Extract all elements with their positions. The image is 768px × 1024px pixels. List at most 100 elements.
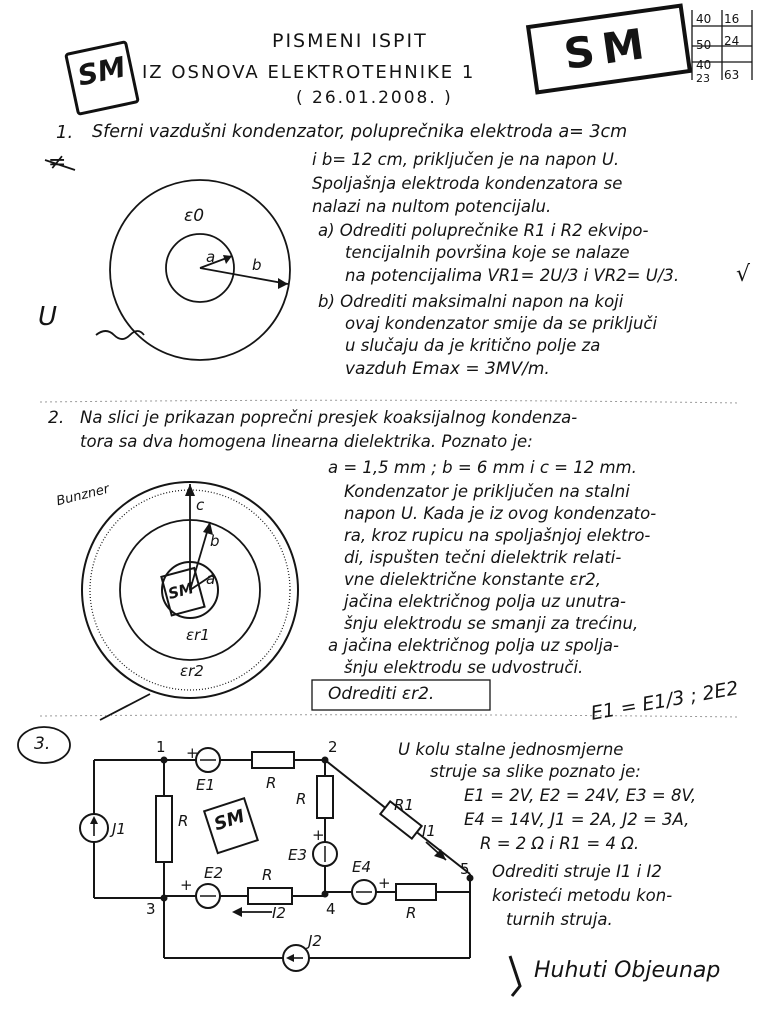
task2-line-12: šnju elektrodu se udvostruči. (344, 658, 584, 677)
task2-line-3: a = 1,5 mm ; b = 6 mm i c = 12 mm. (328, 458, 637, 477)
current-source-j2 (282, 944, 310, 972)
task2-line-11: a jačina električnog polja uz spolja- (328, 636, 619, 655)
task3-line-4: E4 = 14V, J1 = 2A, J2 = 3A, (464, 810, 690, 829)
course-title: IZ OSNOVA ELEKTROTEHNIKE 1 (142, 62, 476, 83)
task3-line-6: Odrediti struje I1 i I2 (492, 862, 662, 881)
task3-line-2: struje sa slike poznato je: (430, 762, 641, 781)
e3-plus: + (312, 826, 325, 844)
r-right-label: R (406, 904, 417, 922)
node-3-label: 3 (146, 900, 156, 918)
resistor-left (155, 795, 173, 863)
squiggle-mark (95, 330, 145, 340)
score-table-grid (691, 10, 753, 80)
r-top-label: R (266, 774, 277, 792)
task2-line-1: Na slici je prikazan poprečni presjek ko… (80, 408, 578, 427)
r-midv-label: R (296, 790, 307, 808)
node-dots (160, 756, 474, 902)
task1-line-10: u slučaju da je kritično polje za (345, 336, 601, 355)
e4-plus: + (378, 874, 391, 892)
task1-line-2: i b= 12 cm, priključen je na napon U. (312, 150, 620, 169)
sm-stamp-circuit (202, 797, 259, 855)
mark-u: U (38, 302, 58, 332)
radius-b-arrowhead (278, 278, 288, 289)
task1-line-3: Spoljašnja elektroda kondenzatora se (312, 174, 623, 193)
score-3: 50 (696, 38, 712, 52)
label-c: c (196, 496, 205, 514)
mark-hash: ≠ (48, 150, 67, 175)
label-a: a (206, 248, 216, 266)
e3-label: E3 (288, 846, 308, 864)
score-2: 16 (724, 12, 740, 26)
source-e1 (195, 747, 221, 773)
node-1-label: 1 (156, 738, 166, 756)
answer-box (311, 679, 491, 711)
j2-label: J2 (308, 932, 322, 950)
coaxial-capacitor-figure (81, 481, 299, 721)
hash-mark-1 (44, 159, 76, 171)
sm-stamp-coax (160, 566, 206, 617)
score-1: 40 (696, 12, 712, 26)
current-arrow-i1 (425, 841, 447, 861)
task1-line-5: a) Odrediti poluprečnike R1 i R2 ekvipo- (318, 221, 649, 240)
outer-electrode (109, 179, 291, 361)
task2-line-7: di, ispušten tečni dielektrik relati- (344, 548, 622, 567)
resistor-mid-vertical (316, 775, 334, 819)
label-epsilon0: ε0 (184, 206, 205, 226)
signature: Huhuti Objeunap (534, 958, 721, 983)
label-er2: εr2 (180, 662, 204, 680)
task1-line-6: tencijalnih površina koje se nalaze (345, 243, 630, 262)
task2-line-6: ra, kroz rupicu na spoljašnjoj elektro- (344, 526, 651, 545)
task1-line-1: Sferni vazdušni kondenzator, poluprečnik… (92, 122, 628, 142)
task1-line-11: vazduh Emax = 3MV/m. (345, 359, 550, 379)
r1-label: R1 (394, 796, 414, 814)
task2-line-9: jačina električnog polja uz unutra- (344, 592, 626, 611)
label-a2: a (206, 570, 216, 588)
inner-electrode (165, 233, 235, 303)
source-e2 (195, 883, 221, 909)
task3-line-1: U kolu stalne jednosmjerne (398, 740, 624, 759)
task1-line-7: na potencijalima VR1= 2U/3 i VR2= U/3. (345, 266, 680, 285)
signature-mark (508, 955, 522, 997)
exam-title: PISMENI ISPIT (272, 30, 428, 52)
current-arrow-i2 (232, 907, 272, 917)
task2-line-10: šnju elektrodu se smanji za trećinu, (344, 614, 639, 633)
task3-line-5: R = 2 Ω i R1 = 4 Ω. (480, 834, 640, 853)
score-7: 63 (724, 68, 740, 82)
task3-line-3: E1 = 2V, E2 = 24V, E3 = 8V, (464, 786, 697, 805)
task1-line-8: b) Odrediti maksimalni napon na koji (318, 292, 624, 311)
task2-line-5: napon U. Kada je iz ovog kondenzato- (344, 504, 657, 523)
resistor-mid-horizontal (247, 887, 293, 905)
task1-line-9: ovaj kondenzator smije da se priključi (345, 314, 658, 333)
separator-2 (39, 714, 741, 718)
resistor-right-horizontal (395, 883, 437, 901)
r-left-label: R (178, 812, 189, 830)
i2-label: I2 (272, 904, 286, 922)
e4-label: E4 (352, 858, 372, 876)
label-er1: εr1 (186, 626, 210, 644)
task2-number: 2. (48, 408, 65, 428)
node-5-label: 5 (460, 860, 470, 878)
source-e4 (351, 879, 377, 905)
resistor-r1 (378, 799, 424, 841)
task2-line-4: Kondenzator je priključen na stalni (344, 482, 630, 501)
node-4-label: 4 (326, 900, 336, 918)
check-mark: √ (736, 262, 751, 287)
task3-line-7: koristeći metodu kon- (492, 886, 673, 905)
task3-line-8: turnih struja. (506, 910, 613, 929)
current-source-j1 (79, 813, 109, 843)
task2-line-2: tora sa dva homogena linearna dielektrik… (80, 432, 533, 451)
task1-line-4: nalazi na nultom potencijalu. (312, 197, 552, 216)
radius-b-arrow (199, 267, 289, 285)
j1-label: J1 (112, 820, 126, 838)
score-4: 24 (724, 34, 740, 48)
task3-number-circle (17, 726, 71, 764)
er2-leader (99, 693, 151, 721)
radius-a-line (189, 573, 215, 591)
e2-plus: + (180, 876, 193, 894)
radius-a-arrowhead (223, 255, 232, 264)
e1-label: E1 (196, 776, 216, 794)
circuit-diagram (93, 759, 471, 959)
radius-b-line (189, 521, 211, 591)
label-b: b (252, 256, 262, 274)
